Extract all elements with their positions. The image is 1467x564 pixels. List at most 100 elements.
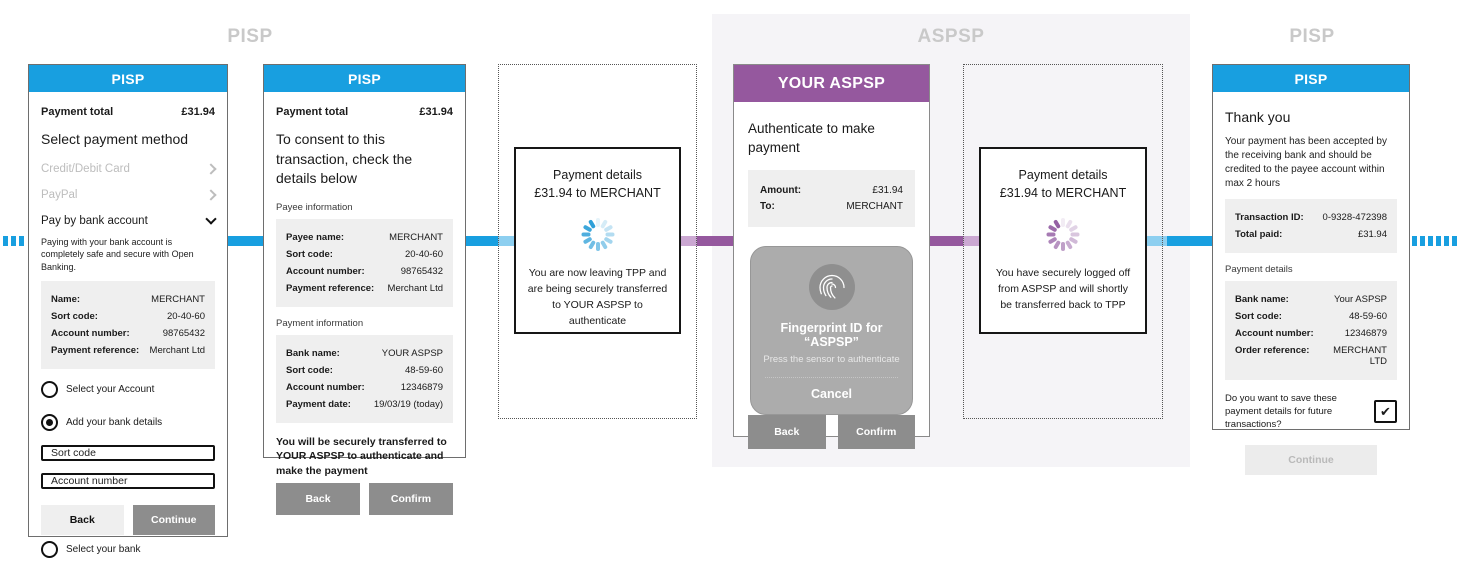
open-banking-note: Paying with your bank account is complet… [41,236,194,272]
row-value: 20-40-60 [404,248,443,260]
save-details-question: Do you want to save these payment detail… [1225,392,1337,431]
payee-information-box: Payee name:MERCHANT Sort code:20-40-60 A… [276,218,453,307]
row-label: Payment reference: [286,282,375,294]
row-value: 0-9328-472398 [1322,211,1387,223]
screen-header: PISP [29,65,227,92]
row-label: Payment date: [286,398,351,410]
save-details-checkbox[interactable]: ✔ [1374,400,1397,424]
flow-connector [1146,236,1167,246]
row-value: MERCHANT [151,294,205,306]
continue-button[interactable]: Continue [132,505,215,536]
row-label: Sort code: [286,248,333,260]
chevron-down-icon [205,213,217,225]
flow-connector [1167,236,1212,246]
method-label: PayPal [41,188,78,201]
confirm-button[interactable]: Confirm [369,482,453,515]
lane-label-aspsp: ASPSP [917,26,985,47]
row-value: MERCHANT [389,231,443,243]
method-pay-by-bank-account[interactable]: Pay by bank account [41,208,217,234]
row-value: MERCHANT LTD [1333,344,1387,367]
radio-add-your-bank-details[interactable]: Add your bank details [41,414,215,432]
loading-spinner-icon [1044,215,1082,253]
confirm-button[interactable]: Confirm [837,414,915,449]
check-icon: ✔ [1380,403,1391,419]
flow-connector [498,236,515,246]
transfer-message: You are now leaving TPP and are being se… [527,267,668,327]
method-label: Credit/Debit Card [41,162,130,175]
payment-total-value: £31.94 [181,106,215,118]
flow-connector [930,236,963,246]
row-value: 20-40-60 [166,311,205,323]
row-label: Name: [51,294,81,306]
payment-details-box: Bank name:Your ASPSP Sort code:48-59-60 … [1225,280,1397,380]
fingerprint-subtitle: Press the sensor to authenticate [763,353,900,365]
payment-details-label: Payment details [1225,263,1293,275]
radio-label: Select your Account [66,384,155,396]
transfer-to-tpp-frame: Payment details £31.94 to MERCHANT You h… [963,64,1163,419]
row-value: 98765432 [162,328,205,340]
payment-details-title: Payment details [1018,168,1108,182]
payment-details-amount: £31.94 to MERCHANT [534,186,661,201]
row-label: Sort code: [1235,310,1282,322]
row-value: Merchant Ltd [149,345,205,357]
radio-select-your-account[interactable]: Select your Account [41,381,215,399]
row-value: Your ASPSP [1334,293,1387,305]
fingerprint-sensor[interactable] [808,263,855,310]
row-label: Sort code: [51,311,98,323]
method-paypal[interactable]: PayPal [41,182,217,208]
screen-title: Authenticate to make payment [748,121,875,155]
sort-code-input[interactable] [41,445,215,462]
radio-select-your-bank[interactable]: Select your bank [41,541,215,559]
row-label: Account number: [286,381,365,393]
row-value: 98765432 [400,265,443,277]
screen-title: Select payment method [41,131,189,147]
radio-label: Add your bank details [66,417,163,429]
continue-button[interactable]: Continue [1245,445,1377,476]
flow-line-start-icon [3,236,25,246]
row-label: Payee name: [286,231,345,243]
row-value: 48-59-60 [1348,310,1387,322]
amount-box: Amount:£31.94 To:MERCHANT [748,169,915,227]
row-value: Merchant Ltd [387,282,443,294]
divider [765,376,898,378]
back-button[interactable]: Back [41,505,124,536]
row-value: 12346879 [400,381,443,393]
transfer-message: You have securely logged off from ASPSP … [995,267,1131,311]
back-button[interactable]: Back [276,482,360,515]
method-label: Pay by bank account [41,214,148,227]
payment-total-label: Payment total [276,106,349,118]
row-label: Bank name: [286,347,340,359]
row-value: MERCHANT [846,200,903,212]
cancel-button[interactable]: Cancel [811,386,852,401]
payment-details-amount: £31.94 to MERCHANT [999,186,1127,201]
flow-connector [466,236,498,246]
chevron-right-icon [205,162,217,175]
row-label: Transaction ID: [1235,211,1304,223]
screen-authenticate: YOUR ASPSP Authenticate to make payment … [733,64,930,449]
screen-consent: PISP Payment total £31.94 To consent to … [263,64,466,515]
row-value: 12346879 [1344,327,1387,339]
flow-connector [697,236,733,246]
flow-connector [963,236,979,246]
transfer-note: You will be securely transferred to YOUR… [276,435,447,478]
payment-total-label: Payment total [41,106,114,118]
row-label: Account number: [1235,327,1314,339]
account-number-input[interactable] [41,473,215,490]
loading-spinner-icon [579,215,617,253]
radio-label: Select your bank [66,544,141,556]
payment-total-value: £31.94 [419,106,453,118]
row-label: Total paid: [1235,228,1283,240]
transfer-to-tpp-box: Payment details £31.94 to MERCHANT You h… [979,147,1147,334]
payment-information-box: Bank name:YOUR ASPSP Sort code:48-59-60 … [276,334,453,423]
confirmation-message: Your payment has been accepted by the re… [1225,135,1387,189]
flow-line-end-icon [1412,236,1460,246]
fingerprint-dialog: Fingerprint ID for “ASPSP” Press the sen… [750,245,913,415]
flow-connector [680,236,697,246]
payee-information-label: Payee information [276,201,353,213]
method-credit-debit-card[interactable]: Credit/Debit Card [41,156,217,182]
back-button[interactable]: Back [748,414,826,449]
payment-details-title: Payment details [553,168,642,182]
fingerprint-title: Fingerprint ID for “ASPSP” [780,320,883,349]
row-value: 19/03/19 (today) [373,398,443,410]
